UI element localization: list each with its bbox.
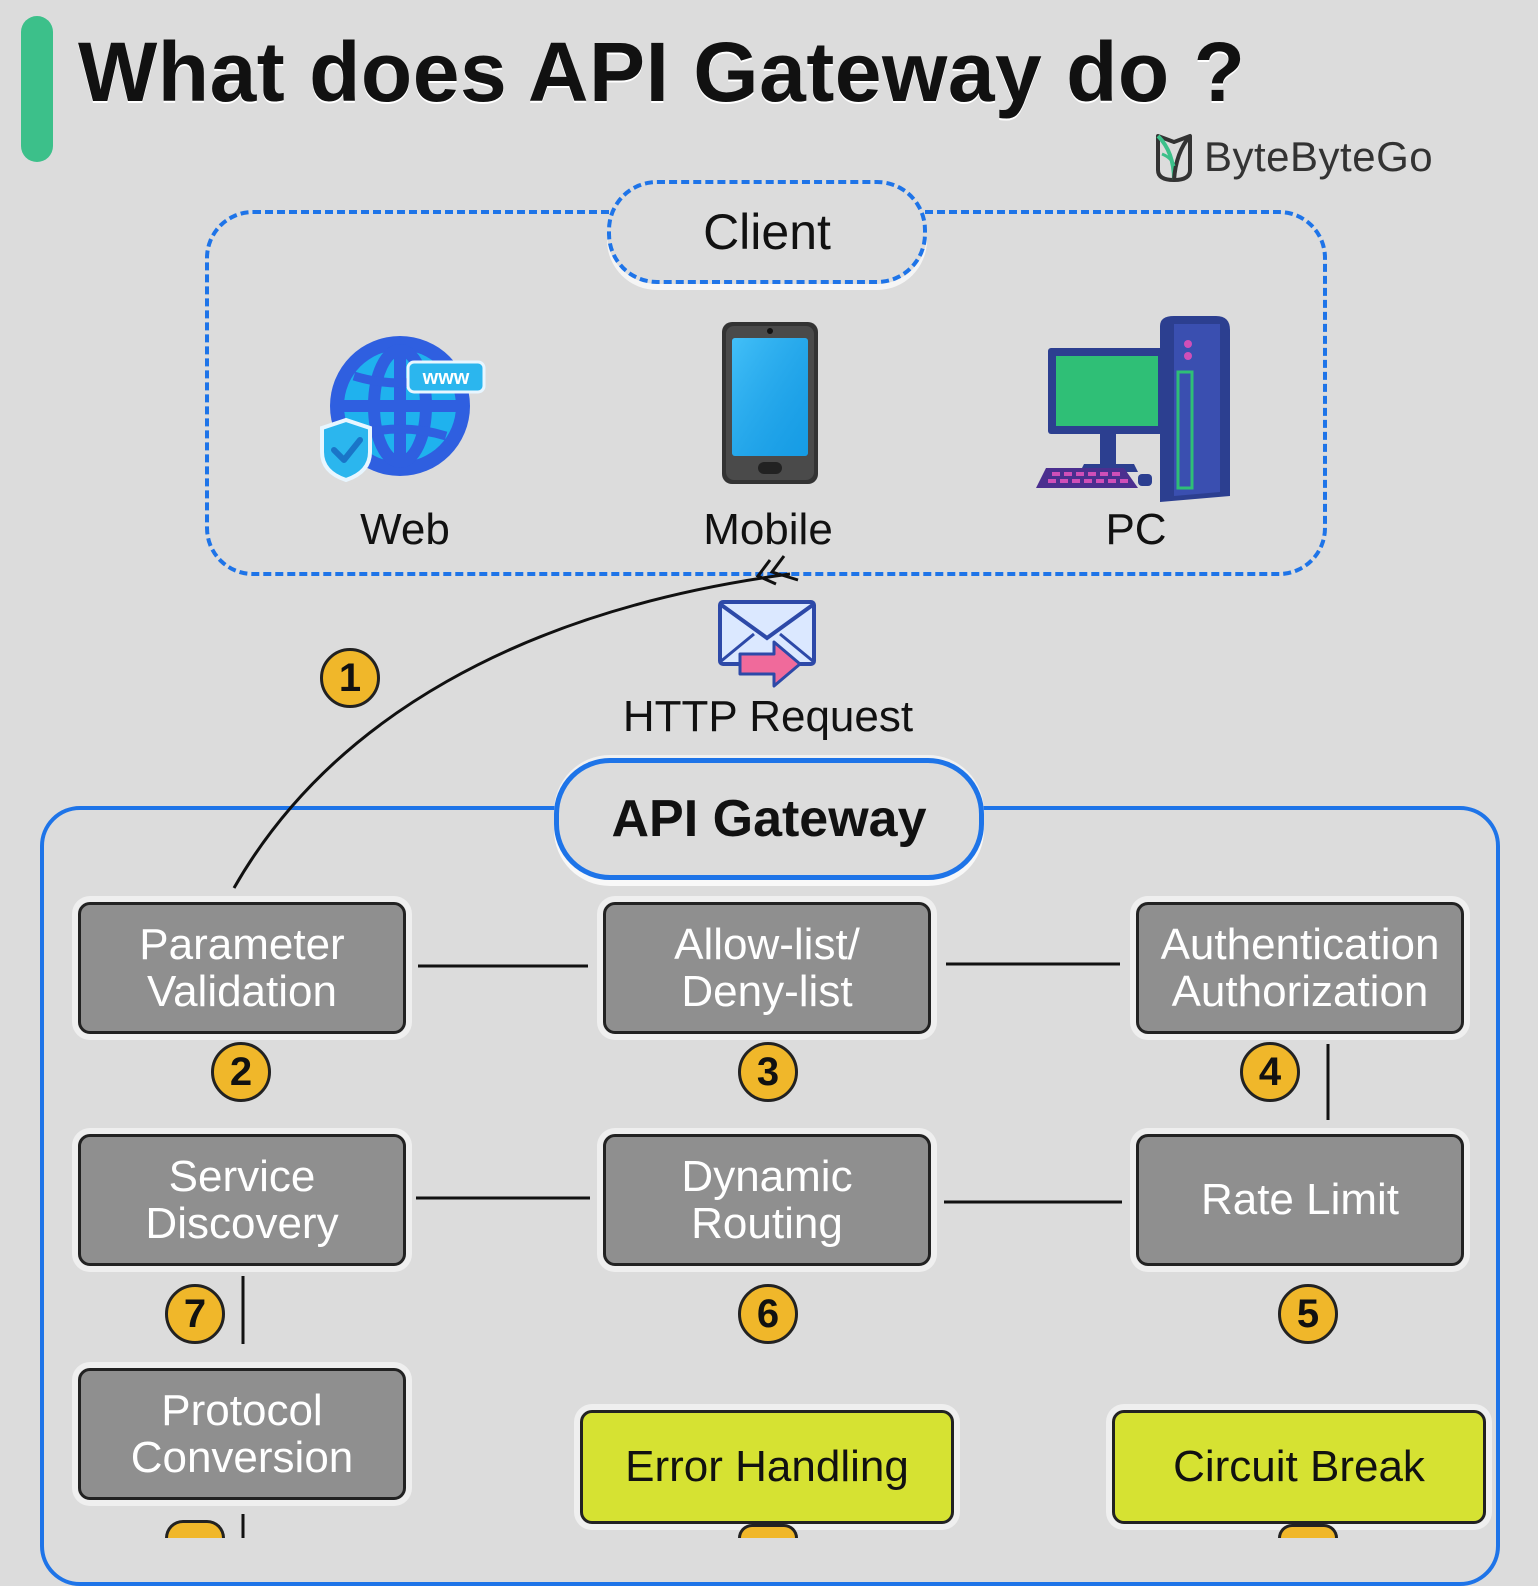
step-text-line: Error Handling — [625, 1442, 909, 1492]
step-number-badge-3: 3 — [738, 1042, 798, 1102]
globe-www-icon: www — [320, 336, 486, 483]
step-text-line: Rate Limit — [1200, 1175, 1400, 1225]
step-allow-deny-list: Allow-list/Deny-list — [603, 902, 931, 1034]
title-accent-bar — [21, 16, 53, 162]
step-number-badge-partial — [165, 1520, 225, 1538]
step-number-badge-2: 2 — [211, 1042, 271, 1102]
client-label: Client — [607, 180, 927, 284]
step-text-line: Dynamic — [681, 1151, 853, 1201]
step-text-line: Authorization — [1171, 967, 1429, 1016]
request-arrow-head — [755, 555, 799, 586]
request-arrow-curve — [232, 572, 791, 889]
step-number-badge-partial — [1278, 1524, 1338, 1538]
step-text-line: Validation — [146, 967, 337, 1016]
step-text-line: Protocol — [161, 1385, 323, 1435]
bytebytego-logo-icon — [1156, 134, 1192, 182]
connector-lines — [232, 555, 1330, 1538]
step-error-handling: Error Handling — [580, 1410, 954, 1524]
step-text-line: Routing — [691, 1199, 843, 1248]
envelope-icon — [718, 600, 816, 688]
step-number-badge-6: 6 — [738, 1284, 798, 1344]
smartphone-icon — [722, 322, 818, 484]
svg-text:www: www — [422, 367, 470, 389]
step-text-line: Deny-list — [681, 967, 853, 1016]
step-text-line: Conversion — [130, 1433, 354, 1482]
device-label-web: Web — [360, 505, 450, 554]
device-label-mobile: Mobile — [703, 505, 833, 554]
device-label-pc: PC — [1105, 505, 1167, 554]
step-text-line: Authentication — [1160, 919, 1440, 969]
brand-logo: ByteByteGo — [1152, 128, 1433, 186]
desktop-pc-icon — [1036, 316, 1230, 502]
step-text-line: Allow-list/ — [674, 919, 860, 969]
step-rate-limit: Rate Limit — [1136, 1134, 1464, 1266]
step-text-line: Circuit Break — [1173, 1442, 1425, 1492]
step-number-badge-partial — [738, 1524, 798, 1538]
page-title: What does API Gateway do ? — [78, 25, 1246, 119]
step-text-line: Discovery — [145, 1199, 339, 1248]
step-number-badge-5: 5 — [1278, 1284, 1338, 1344]
http-request-label: HTTP Request — [622, 692, 914, 741]
step-text-line: Parameter — [139, 919, 345, 969]
step-number-badge-7: 7 — [165, 1284, 225, 1344]
step-text-line: Service — [168, 1151, 316, 1201]
step-number-badge-1: 1 — [320, 648, 380, 708]
api-gateway-label: API Gateway — [554, 758, 984, 880]
step-circuit-break: Circuit Break — [1112, 1410, 1486, 1524]
step-number-badge-4: 4 — [1240, 1042, 1300, 1102]
brand-name: ByteByteGo — [1204, 133, 1434, 180]
